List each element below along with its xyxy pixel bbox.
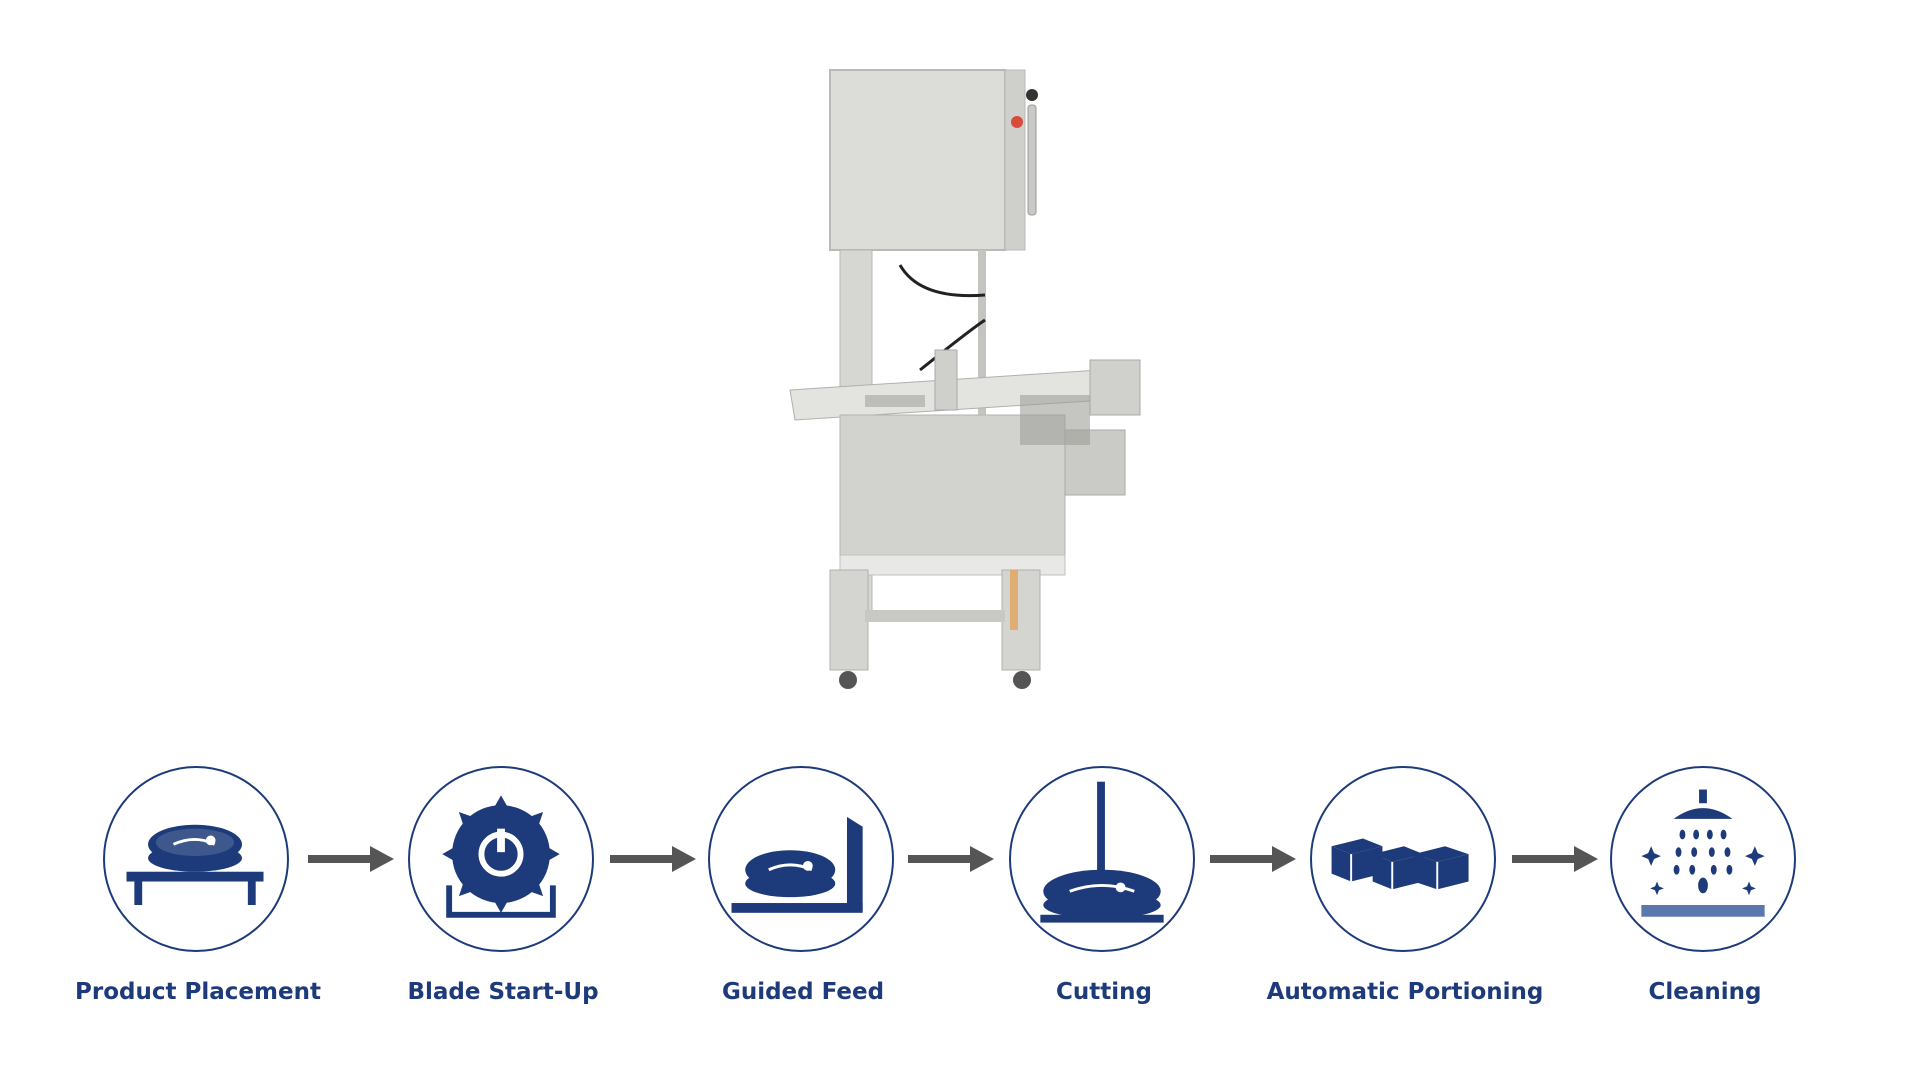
step-label: Blade Start-Up	[407, 979, 599, 1005]
cutting-blade-icon	[1009, 766, 1195, 952]
step-label: Guided Feed	[721, 979, 885, 1005]
step-label: Cleaning	[1648, 979, 1762, 1005]
arrow-right-icon	[1512, 844, 1598, 874]
arrow-right-icon	[908, 844, 994, 874]
blade-power-icon	[408, 766, 594, 952]
step-label: Cutting	[1056, 979, 1152, 1005]
guided-feed-icon	[708, 766, 894, 952]
step-label: Product Placement	[75, 979, 321, 1005]
portion-blocks-icon	[1310, 766, 1496, 952]
arrow-right-icon	[1210, 844, 1296, 874]
step-cleaning: Cleaning	[1555, 766, 1855, 1026]
step-automatic-portioning: Automatic Portioning	[1255, 766, 1555, 1026]
step-product-placement: Product Placement	[48, 766, 348, 1026]
step-label: Automatic Portioning	[1266, 979, 1544, 1005]
band-saw-machine-image	[770, 50, 1170, 710]
shower-cleaning-icon	[1610, 766, 1796, 952]
arrow-right-icon	[308, 844, 394, 874]
arrow-right-icon	[610, 844, 696, 874]
process-steps: Product Placement	[0, 766, 1920, 1026]
meat-on-table-icon	[103, 766, 289, 952]
step-blade-start-up: Blade Start-Up	[353, 766, 653, 1026]
step-guided-feed: Guided Feed	[653, 766, 953, 1026]
step-cutting: Cutting	[954, 766, 1254, 1026]
